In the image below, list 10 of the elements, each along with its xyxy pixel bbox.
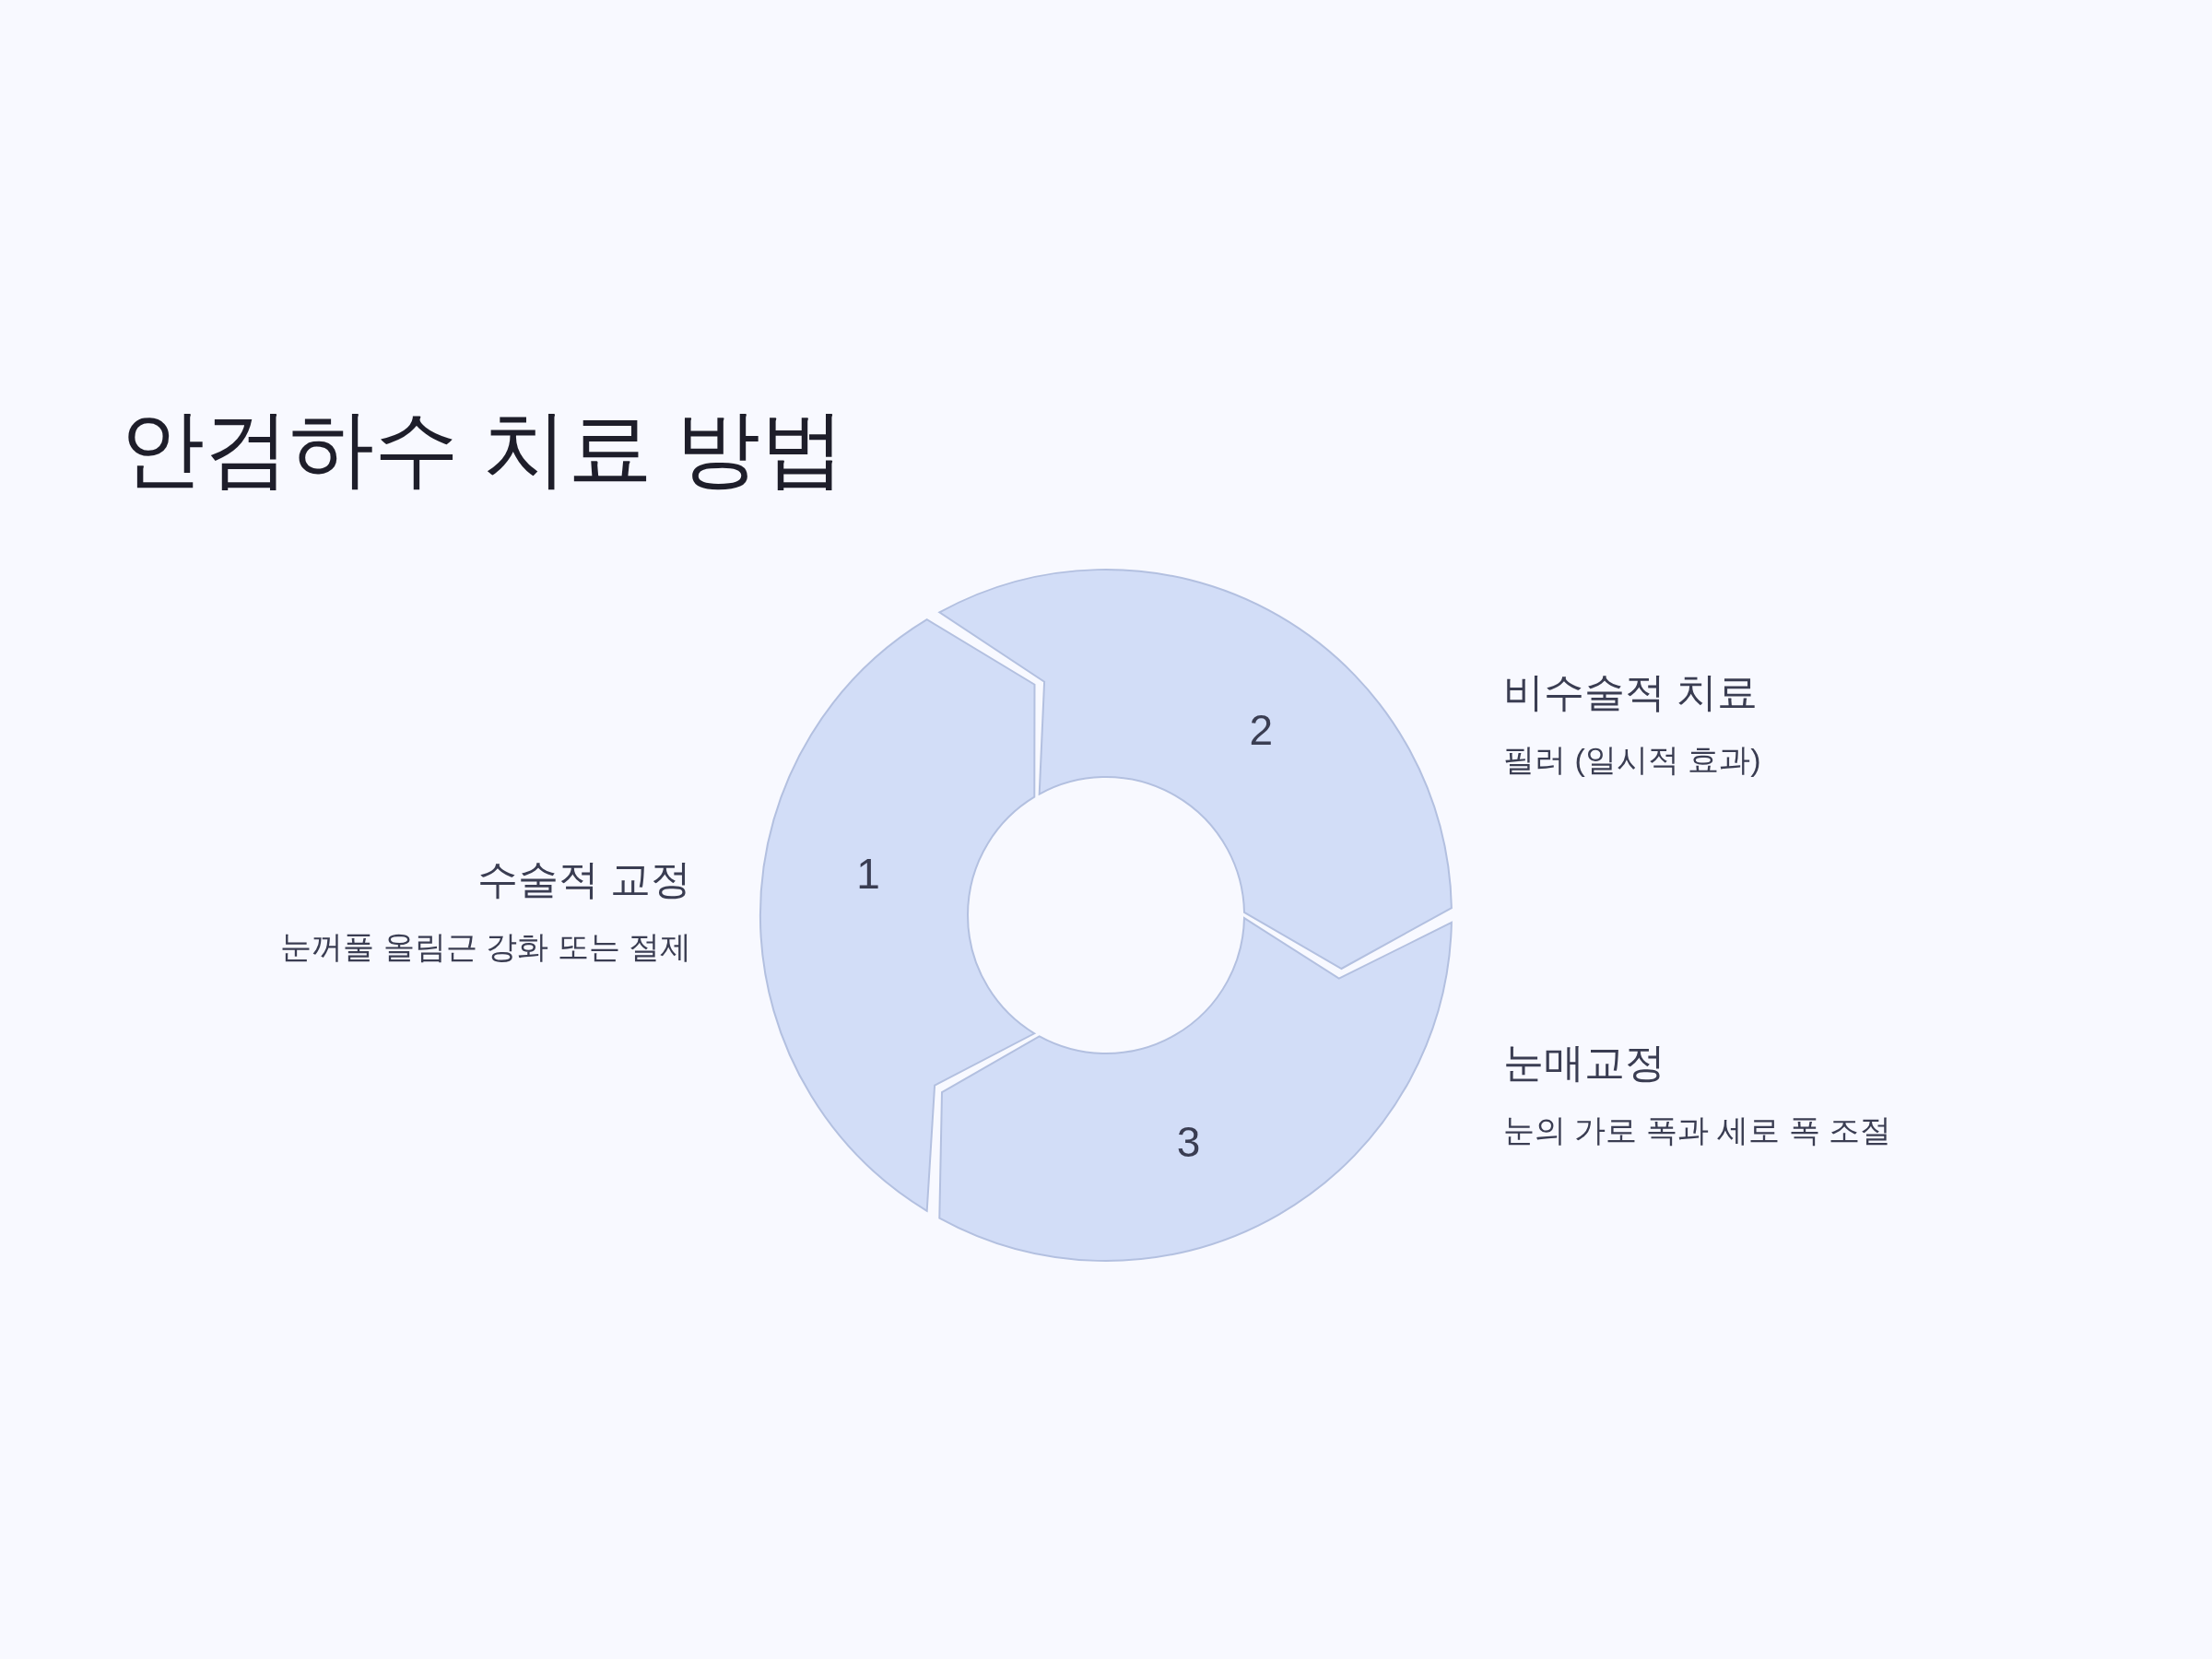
step-description: 눈꺼풀 올림근 강화 또는 절제 — [280, 928, 691, 966]
step-number: 1 — [856, 849, 880, 898]
step-description: 눈의 가로 폭과 세로 폭 조절 — [1503, 1112, 1892, 1149]
step-heading: 수술적 교정 — [477, 855, 691, 903]
step-description: 필러 (일시적 효과) — [1503, 741, 1761, 779]
title: 안검하수 치료 방법 — [120, 400, 846, 497]
step-heading: 눈매교정 — [1503, 1039, 1665, 1087]
step-number: 3 — [1176, 1118, 1201, 1167]
step-number: 2 — [1249, 706, 1274, 755]
step-heading: 비수술적 치료 — [1503, 668, 1759, 716]
